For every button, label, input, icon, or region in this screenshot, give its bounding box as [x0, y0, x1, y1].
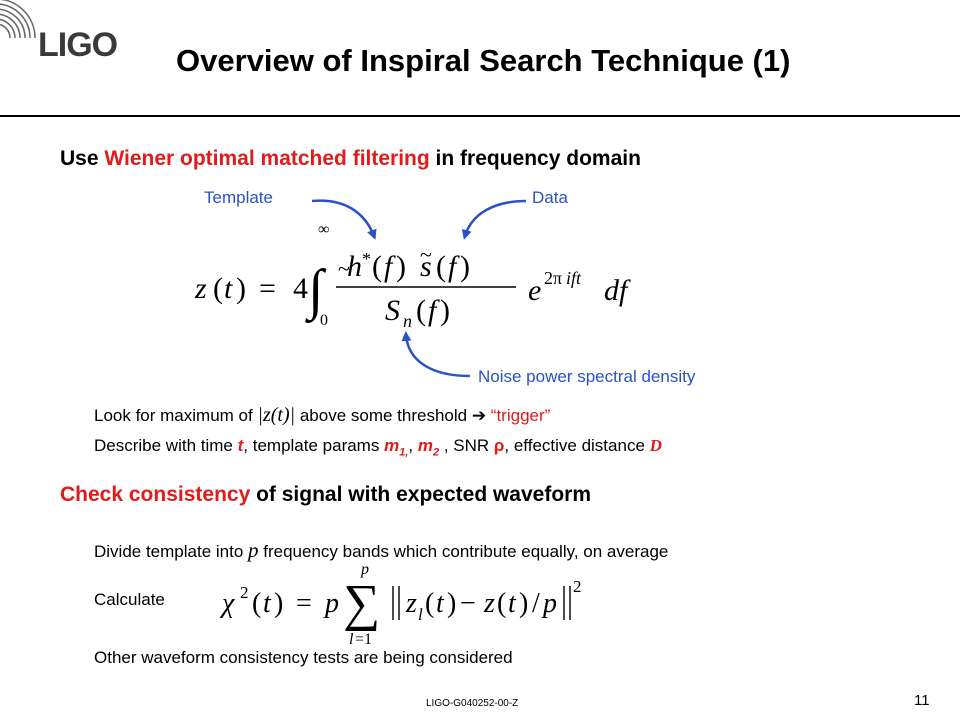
svg-text:s: s: [420, 250, 432, 283]
svg-text:): ): [440, 294, 450, 327]
svg-text:t: t: [508, 588, 517, 619]
svg-text:df: df: [604, 274, 631, 307]
svg-text:e: e: [528, 274, 541, 307]
svg-text:(: (: [213, 272, 223, 305]
svg-text:(: (: [425, 588, 434, 619]
svg-text:=: =: [296, 588, 312, 619]
svg-text:n: n: [403, 311, 412, 331]
svg-text:(: (: [416, 294, 426, 327]
svg-text:p: p: [360, 561, 369, 578]
section1-heading: Use Wiener optimal matched filtering in …: [60, 147, 641, 170]
document-id: LIGO-G040252-00-Z: [426, 698, 519, 709]
section2-heading: Check consistency of signal with expecte…: [60, 483, 592, 506]
svg-text:2: 2: [573, 577, 582, 596]
svg-text:t: t: [224, 272, 233, 305]
svg-text:): ): [447, 588, 456, 619]
svg-text:2π: 2π: [544, 268, 562, 288]
svg-text:∫: ∫: [305, 259, 327, 324]
arrow-right-icon: ➔: [471, 406, 487, 425]
svg-text:z: z: [483, 588, 495, 619]
svg-text:t: t: [436, 588, 445, 619]
svg-text:4: 4: [293, 272, 308, 305]
svg-text:): ): [396, 250, 406, 283]
ligo-logo-icon: [0, 0, 36, 39]
svg-text:l: l: [418, 605, 423, 624]
trigger-description: Look for maximum of |z(t)| above some th…: [94, 404, 551, 426]
svg-text:): ): [460, 250, 470, 283]
wiener-highlight: Wiener optimal matched filtering: [104, 147, 430, 170]
svg-text:(: (: [436, 250, 446, 283]
svg-text:): ): [274, 588, 283, 619]
parameters-description: Describe with time t, template params m1…: [94, 436, 662, 459]
svg-text:0: 0: [320, 312, 328, 329]
svg-text:z: z: [194, 272, 207, 305]
ligo-logo-text: LIGO: [38, 26, 118, 64]
svg-text:ift: ift: [566, 268, 582, 288]
svg-text:=1: =1: [355, 631, 372, 648]
svg-text:/: /: [532, 588, 540, 619]
svg-text:h: h: [347, 250, 362, 283]
svg-text:χ: χ: [219, 588, 235, 619]
svg-text:p: p: [541, 588, 557, 619]
svg-text:~: ~: [420, 242, 432, 267]
svg-text:): ): [519, 588, 528, 619]
svg-text:z: z: [405, 588, 417, 619]
svg-text:l: l: [349, 631, 354, 648]
svg-text:): ): [236, 272, 246, 305]
svg-text:*: *: [362, 249, 371, 269]
svg-text:∑: ∑: [343, 575, 380, 632]
svg-text:=: =: [259, 272, 276, 305]
svg-text:(: (: [252, 588, 261, 619]
title-divider: [0, 115, 960, 117]
svg-text:(: (: [372, 250, 382, 283]
page-title: Overview of Inspiral Search Technique (1…: [176, 43, 791, 78]
noise-psd-label: Noise power spectral density: [478, 367, 696, 386]
template-arrow: [311, 199, 377, 240]
svg-text:(: (: [497, 588, 506, 619]
svg-text:p: p: [323, 588, 339, 619]
svg-text:∞: ∞: [318, 221, 329, 238]
svg-text:2: 2: [240, 583, 249, 602]
svg-text:S: S: [385, 294, 400, 327]
template-label: Template: [204, 188, 273, 207]
svg-text:~: ~: [338, 256, 350, 281]
data-label: Data: [532, 188, 568, 207]
z-abs-math: |z(t)|: [257, 404, 296, 426]
data-arrow: [461, 199, 527, 240]
calculate-label: Calculate: [94, 590, 165, 609]
divide-template-line: Divide template into p frequency bands w…: [94, 538, 669, 562]
noise-arrow: [401, 331, 471, 378]
consistency-highlight: Check consistency: [60, 483, 251, 506]
svg-text:t: t: [263, 588, 272, 619]
page-number: 11: [914, 692, 930, 709]
other-tests-line: Other waveform consistency tests are bei…: [94, 648, 513, 667]
svg-text:−: −: [460, 588, 476, 619]
